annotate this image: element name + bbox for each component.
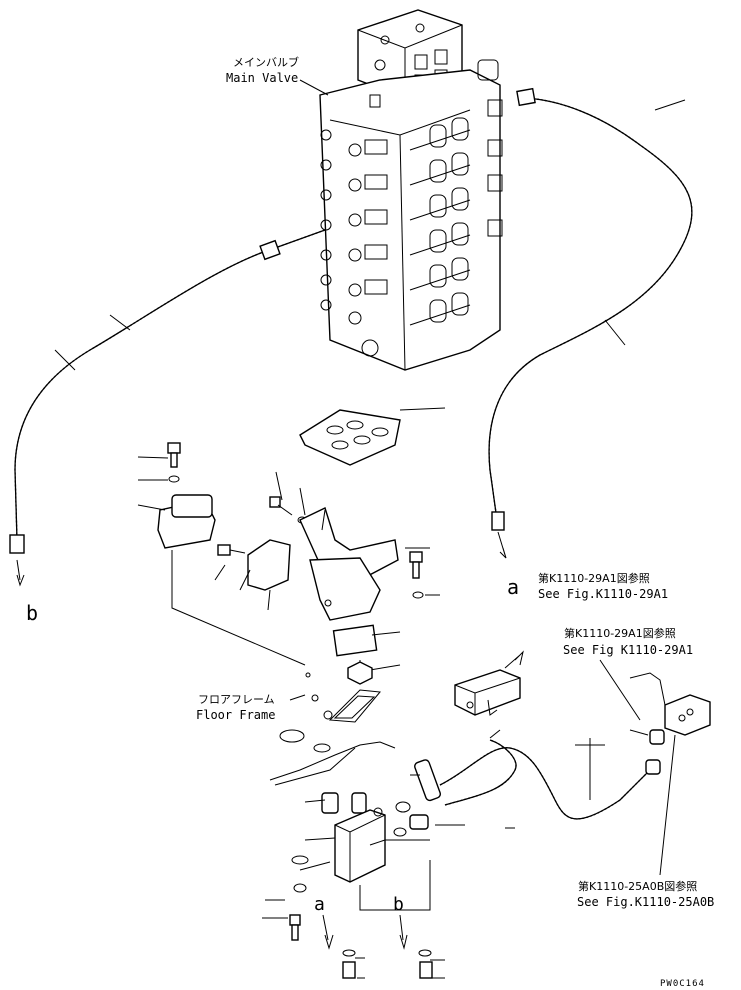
- ref2-label-jp: 第K1110-29A1図参照: [564, 626, 676, 640]
- floor-frame: [171, 550, 396, 786]
- main-valve-label-en: Main Valve: [226, 71, 298, 85]
- drawing-code: PW0C164: [660, 979, 705, 989]
- callout-b-upper: b: [26, 601, 38, 625]
- ref3-label-jp: 第K1110-25A0B図参照: [578, 879, 697, 893]
- callout-b-lower: b: [393, 894, 404, 915]
- hose-left: [9, 229, 326, 587]
- leader-floor-frame: [289, 694, 306, 701]
- switch-block: [262, 759, 515, 979]
- ref1-label-en: See Fig.K1110-29A1: [538, 587, 668, 601]
- ref2-label-en: See Fig K1110-29A1: [563, 643, 693, 657]
- main-valve-label-jp: メインバルブ: [233, 55, 299, 69]
- callout-a-upper: a: [507, 575, 519, 599]
- pedal-pad: [299, 409, 401, 466]
- leader-hoses: [54, 99, 686, 371]
- hose-right: [488, 87, 693, 559]
- ref1-label-jp: 第K1110-29A1図参照: [538, 571, 650, 585]
- floor-frame-label-jp: フロアフレーム: [198, 693, 275, 706]
- ref3-label-en: See Fig.K1110-25A0B: [577, 895, 714, 909]
- leader-main-valve: [299, 79, 329, 96]
- main-valve: [319, 9, 503, 371]
- callout-a-lower: a: [314, 894, 325, 915]
- hose-assembly-right: [439, 650, 711, 876]
- bracket-assembly: [137, 407, 446, 671]
- floor-frame-label-en: Floor Frame: [196, 708, 275, 722]
